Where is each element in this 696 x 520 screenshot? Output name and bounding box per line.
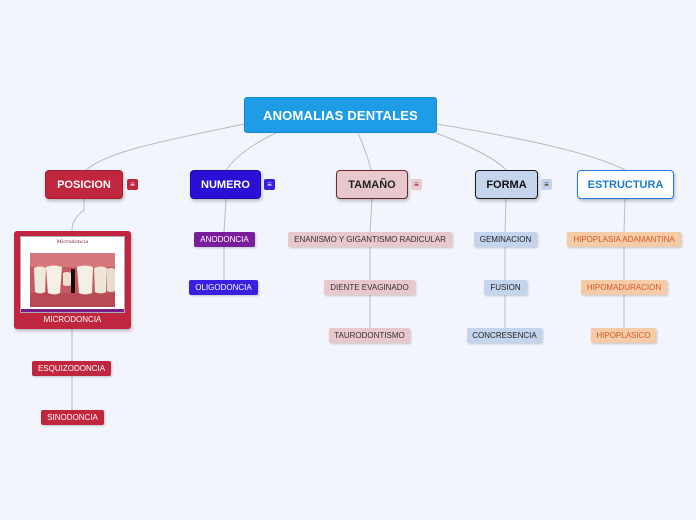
- subtopic-label: SINODONCIA: [47, 413, 98, 422]
- notes-icon[interactable]: ≡: [264, 179, 275, 190]
- root-topic[interactable]: ANOMALIAS DENTALES: [244, 97, 437, 133]
- teeth-photo: [30, 253, 115, 307]
- image-bottom-bar: [21, 309, 124, 312]
- topic-numero[interactable]: NUMERO: [190, 170, 261, 199]
- image-frame: Microdoncia: [20, 236, 125, 313]
- subtopic-label: ENANISMO Y GIGANTISMO RADICULAR: [294, 235, 446, 244]
- subtopic-enanismo-gigantismo[interactable]: ENANISMO Y GIGANTISMO RADICULAR: [288, 232, 452, 247]
- subtopic-hipoplasico[interactable]: HIPOPLASICO: [591, 328, 656, 343]
- subtopic-label: FUSION: [490, 283, 521, 292]
- subtopic-concresencia[interactable]: CONCRESENCIA: [467, 328, 542, 343]
- subtopic-label: HIPOPLASIA ADAMANTINA: [573, 235, 675, 244]
- subtopic-label: ANODONCIA: [200, 235, 249, 244]
- subtopic-label: DIENTE EVAGINADO: [330, 283, 409, 292]
- image-title: Microdoncia: [56, 239, 89, 245]
- subtopic-hipoplasia-adamantina[interactable]: HIPOPLASIA ADAMANTINA: [567, 232, 681, 247]
- subtopic-label: HIPOPLASICO: [596, 331, 651, 340]
- topic-tamano-label: TAMAÑO: [348, 178, 396, 191]
- topic-forma[interactable]: FORMA: [475, 170, 538, 199]
- subtopic-hipomaduracion[interactable]: HIPOMADURACION: [581, 280, 667, 295]
- image-card-microdoncia[interactable]: Microdoncia MICRODONCIA: [14, 231, 131, 329]
- subtopic-label: OLIGODONCIA: [195, 283, 252, 292]
- subtopic-taurodontismo[interactable]: TAURODONTISMO: [329, 328, 410, 343]
- notes-icon[interactable]: ≡: [411, 179, 422, 190]
- subtopic-anodoncia[interactable]: ANODONCIA: [194, 232, 255, 247]
- subtopic-diente-evaginado[interactable]: DIENTE EVAGINADO: [324, 280, 415, 295]
- topic-estructura[interactable]: ESTRUCTURA: [577, 170, 674, 199]
- topic-forma-label: FORMA: [486, 178, 527, 191]
- subtopic-fusion[interactable]: FUSION: [484, 280, 527, 295]
- topic-estructura-label: ESTRUCTURA: [587, 178, 664, 191]
- root-topic-label: ANOMALIAS DENTALES: [262, 107, 419, 123]
- topic-numero-label: NUMERO: [201, 178, 250, 191]
- subtopic-sinodoncia[interactable]: SINODONCIA: [41, 410, 104, 425]
- notes-icon[interactable]: ≡: [541, 179, 552, 190]
- subtopic-label: HIPOMADURACION: [586, 283, 662, 292]
- subtopic-oligodoncia[interactable]: OLIGODONCIA: [189, 280, 258, 295]
- subtopic-esquizodoncia[interactable]: ESQUIZODONCIA: [32, 361, 111, 376]
- subtopic-label: GEMINACION: [479, 235, 532, 244]
- topic-tamano[interactable]: TAMAÑO: [336, 170, 408, 199]
- topic-posicion[interactable]: POSICION: [45, 170, 123, 199]
- subtopic-label: ESQUIZODONCIA: [37, 364, 106, 373]
- subtopic-label: TAURODONTISMO: [334, 331, 405, 340]
- notes-icon[interactable]: ≡: [127, 179, 138, 190]
- subtopic-label: CONCRESENCIA: [472, 331, 537, 340]
- image-caption: MICRODONCIA: [43, 315, 102, 324]
- topic-posicion-label: POSICION: [57, 178, 111, 191]
- subtopic-geminacion[interactable]: GEMINACION: [474, 232, 537, 247]
